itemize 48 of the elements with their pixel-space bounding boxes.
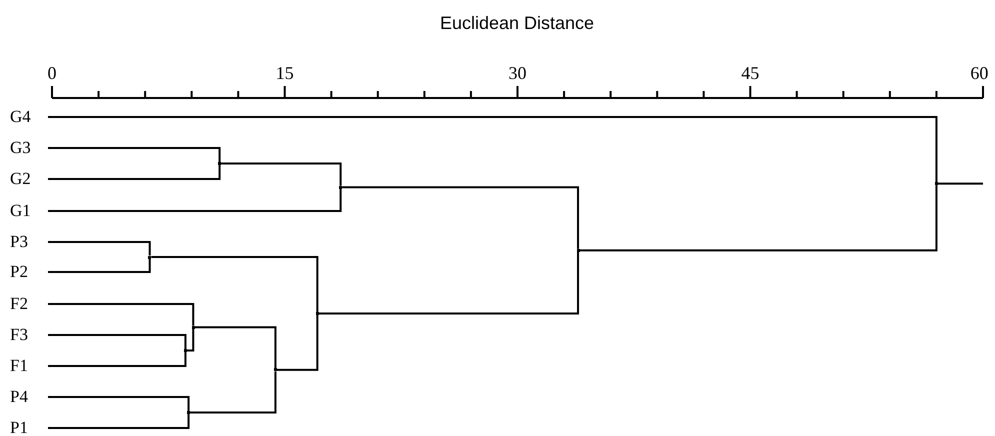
dendrogram-branch <box>580 185 938 252</box>
dendrogram-branch <box>221 162 342 186</box>
leaf-label: P4 <box>10 387 48 407</box>
junction-point <box>218 162 222 165</box>
junction-point <box>934 182 938 186</box>
tick-label: 30 <box>508 63 526 83</box>
tick-label: 0 <box>48 63 56 83</box>
dendrogram-branch <box>48 334 186 349</box>
dendrogram-branch <box>276 314 318 371</box>
dendrogram-branch <box>194 326 276 368</box>
leaf-label: P1 <box>10 418 48 436</box>
junction-point <box>316 312 319 315</box>
leaf-label: P3 <box>10 232 48 252</box>
dendrogram-branch <box>48 241 151 256</box>
dendrogram-branch <box>48 396 190 411</box>
dendrogram-branch <box>48 352 186 367</box>
dendrogram-branch <box>48 414 190 429</box>
dendrogram-branch <box>48 165 221 180</box>
leaf-label: F2 <box>10 294 48 314</box>
junction-point <box>274 368 277 372</box>
dendrogram-branch <box>48 188 342 212</box>
dendrogram-branch <box>48 147 221 162</box>
dendrogram-branch <box>151 256 318 312</box>
junction-point <box>184 349 187 352</box>
leaf-label: G4 <box>10 107 48 127</box>
dendrogram-branch <box>186 328 194 352</box>
dendrogram-branch <box>48 258 151 273</box>
dendrogram-branch <box>190 371 276 414</box>
tick-label: 15 <box>276 63 294 83</box>
leaf-label: F3 <box>10 325 48 345</box>
leaf-label: G2 <box>10 169 48 189</box>
dendrogram-branch <box>318 252 580 314</box>
tick-label: 45 <box>741 63 760 83</box>
junction-point <box>148 256 152 258</box>
leaf-label: G3 <box>10 138 48 158</box>
leaf-label: P2 <box>10 262 48 282</box>
junction-point <box>187 411 190 414</box>
dendrogram-branch <box>342 186 580 249</box>
tick-label: 60 <box>970 63 988 83</box>
leaf-label: G1 <box>10 201 48 221</box>
junction-point <box>576 248 580 252</box>
axis-title: Euclidean Distance <box>440 13 594 33</box>
dendrogram-branch <box>938 182 983 185</box>
junction-point <box>192 326 195 329</box>
dendrogram-branch <box>48 116 938 182</box>
leaf-label: F1 <box>10 356 48 376</box>
junction-point <box>339 186 342 189</box>
dendrogram-branch <box>48 303 194 326</box>
